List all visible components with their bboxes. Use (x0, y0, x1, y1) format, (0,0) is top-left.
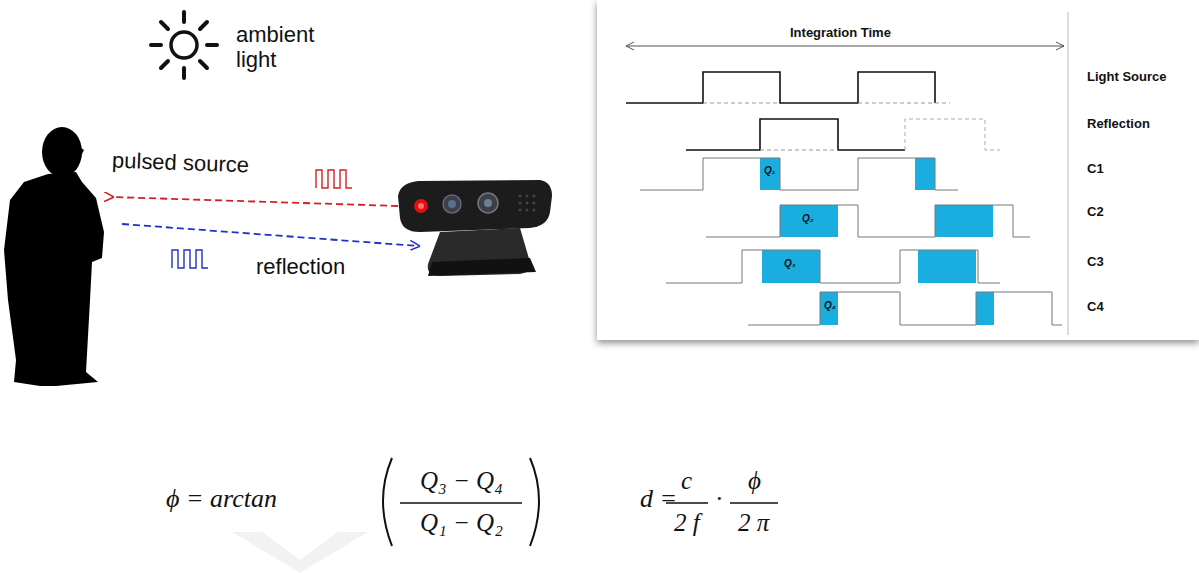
reflection-beam (122, 224, 418, 246)
tof-camera (398, 180, 552, 276)
signal-name: C4 (1087, 300, 1104, 315)
signal-name: Light Source (1087, 70, 1166, 85)
signal-name: C2 (1087, 205, 1104, 220)
person-silhouette (4, 127, 104, 386)
reflection-wave (172, 250, 208, 268)
signal-name: C3 (1087, 255, 1104, 270)
axis-label: Integration Time (790, 26, 891, 41)
pulse-wave (316, 170, 352, 188)
ambient-label: ambient light (236, 22, 351, 73)
formula-text: Q₁ − Q₂ (420, 509, 503, 538)
timing-panel (597, 0, 1199, 340)
signal-name: C1 (1087, 162, 1104, 177)
formula-text: c (681, 467, 692, 496)
timing-diagram (626, 12, 1068, 335)
charge-label: Q₂ (802, 213, 814, 225)
beam-label: reflection (256, 254, 345, 279)
sun-icon (151, 12, 217, 78)
formula-text: ϕ (748, 467, 761, 496)
charge-label: Q₃ (784, 258, 796, 270)
formula-text: · (715, 484, 724, 514)
charge-label: Q₁ (764, 165, 775, 177)
formula-text: 2 f (674, 509, 700, 538)
formula-text: ϕ = arctan (166, 484, 277, 514)
signal-name: Reflection (1087, 117, 1150, 132)
formula-strokes (383, 458, 778, 546)
charge-label: Q₄ (824, 300, 836, 312)
formula-text: 2 π (738, 509, 769, 538)
watermark-shape (232, 532, 368, 573)
pulsed-beam (112, 197, 398, 206)
formula-text: d = (640, 484, 677, 514)
formula-text: Q₃ − Q₄ (420, 467, 503, 496)
beam-label: pulsed source (112, 148, 250, 178)
